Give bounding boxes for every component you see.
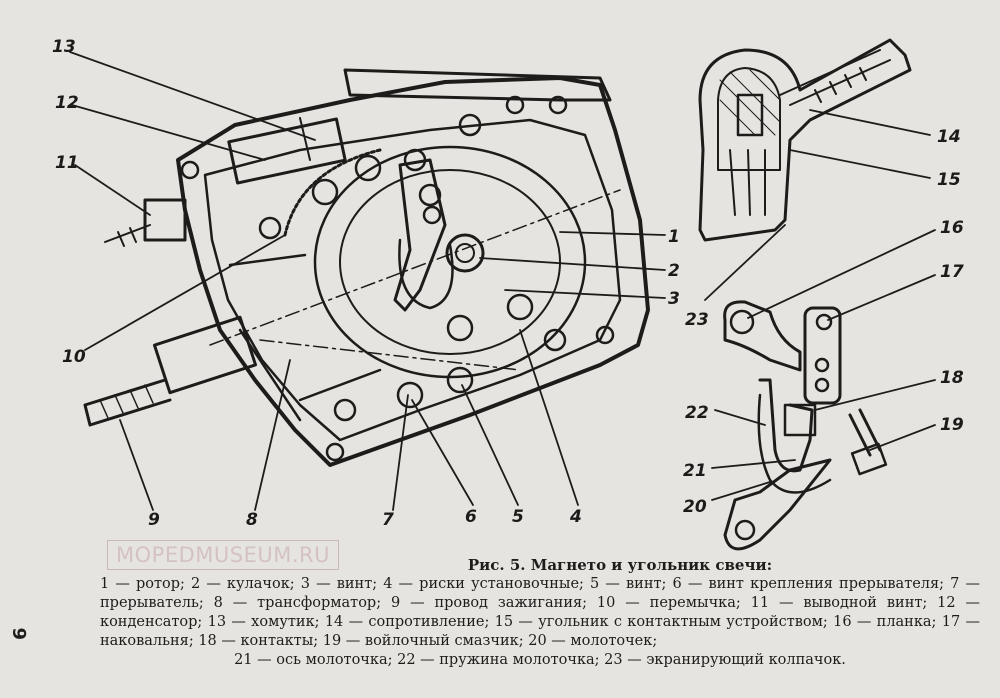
callout-labels: 13 12 11 10 1 2 3 4 5 6 7 8 9 14 15 23 1… — [52, 37, 964, 530]
callout-21: 21 — [683, 461, 707, 481]
callout-18: 18 — [940, 368, 964, 388]
magneto-housing — [83, 68, 650, 467]
callout-9: 9 — [148, 510, 160, 530]
callout-16: 16 — [940, 218, 964, 238]
callout-11: 11 — [55, 153, 79, 173]
breaker-mechanism — [723, 300, 888, 551]
callout-13: 13 — [52, 37, 76, 57]
callout-8: 8 — [246, 510, 258, 530]
callout-20: 20 — [683, 497, 707, 517]
callout-19: 19 — [940, 415, 964, 435]
callout-4: 4 — [569, 507, 582, 527]
caption-title: Рис. 5. Магнето и угольник свечи: — [467, 556, 773, 574]
callout-17: 17 — [940, 262, 964, 282]
callout-22: 22 — [685, 403, 709, 423]
leader-lines — [69, 51, 936, 511]
figure-caption: Рис. 5. Магнето и угольник свечи: 1 — ро… — [100, 556, 980, 670]
caption-legend: 1 — ротор; 2 — кулачок; 3 — винт; 4 — ри… — [100, 576, 980, 649]
callout-7: 7 — [382, 510, 394, 530]
callout-5a: 5 — [512, 507, 524, 527]
callout-1: 1 — [668, 227, 680, 247]
callout-14: 14 — [937, 127, 961, 147]
page-number: 6 — [10, 627, 31, 640]
callout-15: 15 — [937, 170, 961, 190]
callout-2: 2 — [668, 261, 680, 281]
watermark: MOPEDMUSEUM.RU — [107, 540, 339, 570]
callout-23: 23 — [685, 310, 709, 330]
caption-legend-end: 21 — ось молоточка; 22 — пружина молоточ… — [234, 652, 846, 668]
callout-3: 3 — [668, 289, 680, 309]
callout-6: 6 — [465, 507, 477, 527]
callout-10: 10 — [62, 347, 86, 367]
callout-12: 12 — [55, 93, 79, 113]
spark-plug-elbow — [698, 38, 912, 242]
